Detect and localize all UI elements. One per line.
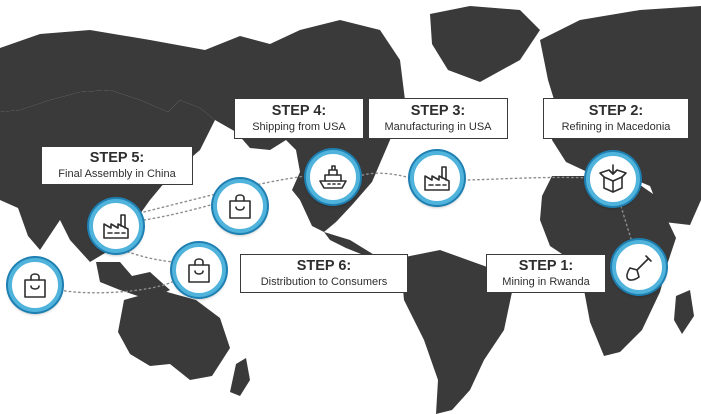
shopping-bag-icon — [188, 258, 210, 283]
madagascar — [674, 290, 694, 334]
shopping-bag-icon — [229, 194, 251, 219]
consumer-node-west — [8, 258, 62, 312]
consumer-node-asia — [213, 179, 267, 233]
step-3-title: STEP 3: — [410, 103, 466, 119]
south-america — [400, 250, 512, 414]
shopping-bag-icon — [24, 273, 46, 298]
australia — [118, 290, 230, 380]
step-6-description: Distribution to Consumers — [260, 276, 388, 288]
step-6-title: STEP 6: — [296, 258, 352, 274]
step-5-description: Final Assembly in China — [58, 168, 176, 180]
step-5-title: STEP 5: — [89, 150, 145, 166]
step-1-label: STEP 1: Mining in Rwanda — [486, 254, 606, 293]
step-3-description: Manufacturing in USA — [384, 121, 492, 133]
step-3-node — [410, 151, 464, 205]
ship-icon — [319, 165, 347, 189]
step-2-node — [586, 152, 640, 206]
step-2-label: STEP 2: Refining in Macedonia — [543, 98, 689, 139]
step-1-title: STEP 1: — [518, 258, 574, 274]
greenland — [430, 6, 540, 82]
step-1-description: Mining in Rwanda — [502, 276, 590, 288]
step-4-description: Shipping from USA — [252, 121, 346, 133]
step-5-node — [89, 199, 143, 253]
southeast-asia-islands — [96, 262, 170, 300]
factory-icon — [103, 214, 129, 239]
new-zealand — [230, 358, 250, 396]
north-america — [0, 20, 405, 232]
step-2-description: Refining in Macedonia — [561, 121, 671, 133]
shovel-icon — [626, 255, 652, 281]
step-4-label: STEP 4: Shipping from USA — [234, 98, 364, 139]
step-2-title: STEP 2: — [588, 103, 644, 119]
consumer-node-oceania — [172, 243, 226, 297]
factory-icon — [424, 166, 450, 191]
route-usa-shipping — [359, 172, 411, 179]
step-3-label: STEP 3: Manufacturing in USA — [368, 98, 508, 139]
route-shipping-china — [143, 175, 307, 213]
route-china-consumers — [143, 203, 215, 221]
step-6-label: STEP 6: Distribution to Consumers — [240, 254, 408, 293]
step-5-label: STEP 5: Final Assembly in China — [41, 146, 193, 185]
route-asia-consumers — [59, 281, 173, 294]
africa — [540, 176, 676, 356]
step-4-node — [306, 150, 360, 204]
open-box-icon — [599, 164, 627, 193]
step-1-node — [612, 240, 666, 294]
step-4-title: STEP 4: — [271, 103, 327, 119]
